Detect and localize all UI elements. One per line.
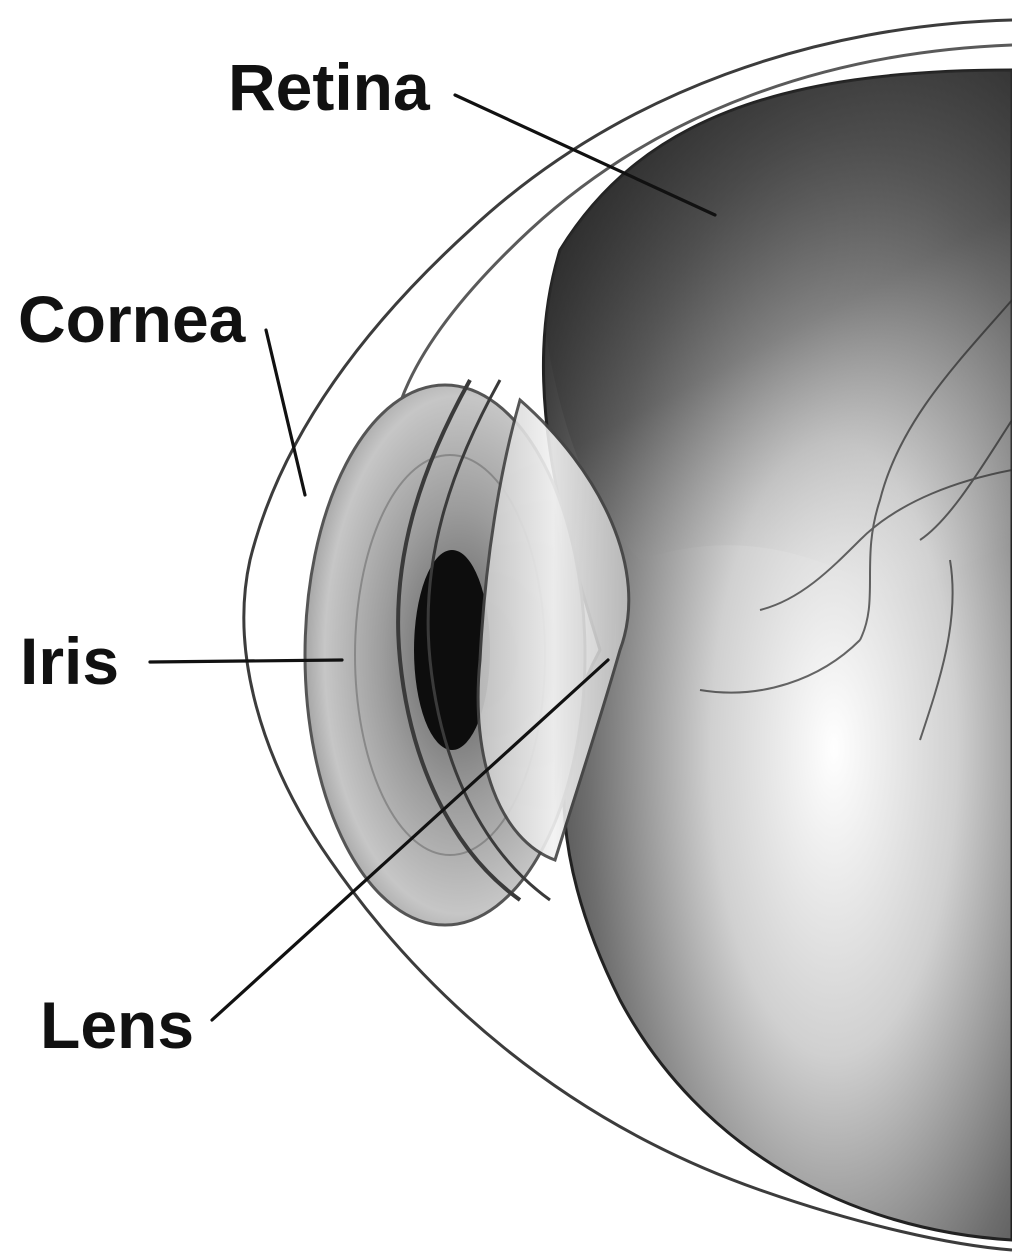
cornea-leader-line — [266, 330, 305, 495]
iris-leader-line — [150, 660, 342, 662]
label-lens: Lens — [40, 988, 194, 1062]
label-cornea: Cornea — [18, 282, 247, 356]
label-retina: Retina — [228, 50, 431, 124]
label-iris: Iris — [20, 624, 119, 698]
